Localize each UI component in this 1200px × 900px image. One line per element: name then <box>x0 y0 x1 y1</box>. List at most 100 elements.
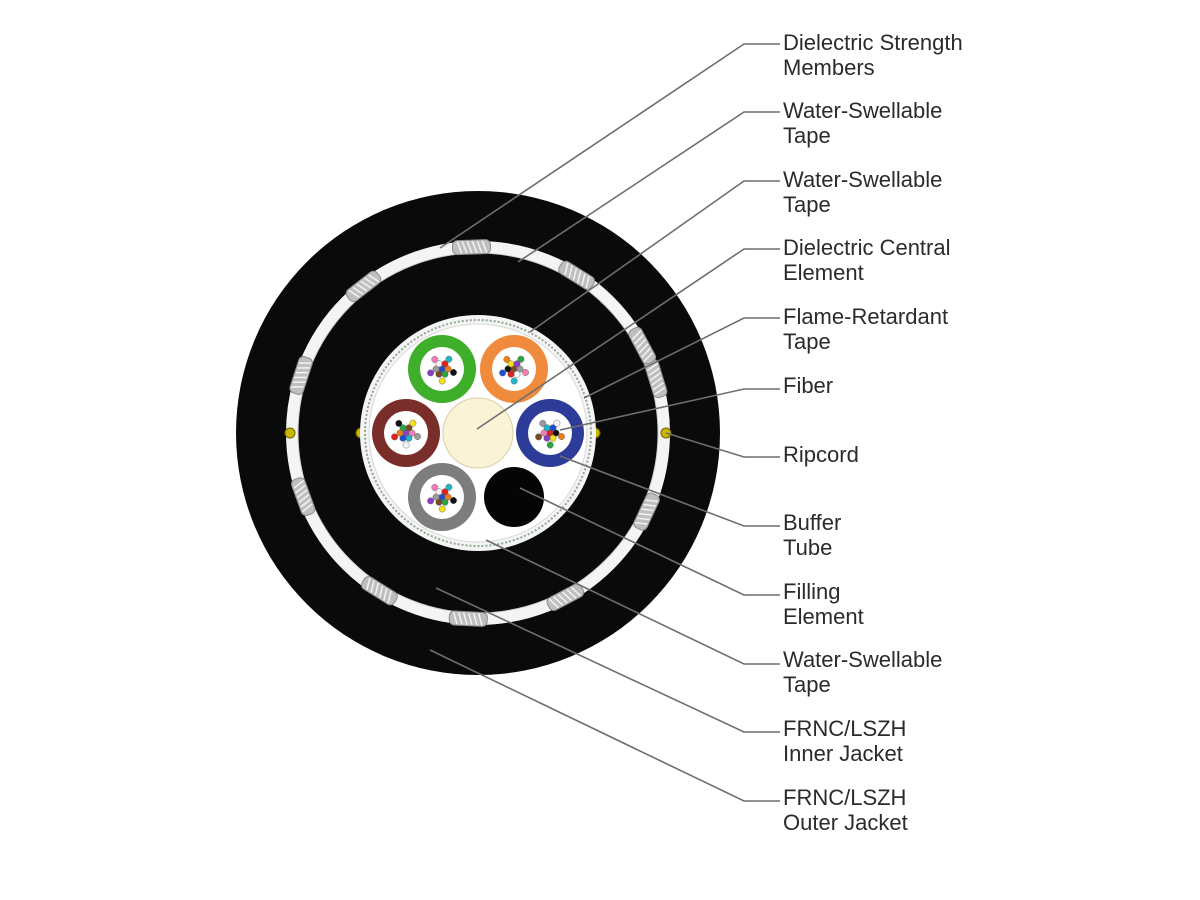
strength-member-strand <box>298 493 310 503</box>
strength-member-strand <box>585 275 590 289</box>
optical-fiber <box>435 370 443 378</box>
strength-member <box>558 260 596 290</box>
optical-fiber <box>546 441 554 449</box>
strength-member-strand <box>631 330 642 341</box>
strength-member-body <box>289 356 313 395</box>
strength-member-strand <box>648 367 660 377</box>
label-fiber: Fiber <box>783 373 833 398</box>
label-dielectric-central-element: Dielectric Central Element <box>783 235 951 285</box>
strength-member-strand <box>568 265 573 278</box>
leader-line <box>435 587 780 733</box>
strength-member-strand <box>634 521 648 525</box>
optical-fiber <box>513 370 521 378</box>
strength-member-strand <box>360 280 372 289</box>
strength-member-strand <box>651 377 663 386</box>
strength-member-strand <box>481 240 488 253</box>
strength-member <box>448 610 488 627</box>
label-line: Element <box>783 260 864 285</box>
optical-fiber <box>549 434 557 442</box>
strength-member-strand <box>467 612 473 626</box>
strength-member-strand <box>561 591 573 602</box>
dielectric-central-element <box>442 397 514 469</box>
optical-fiber <box>432 365 440 373</box>
strength-member-strand <box>297 367 310 369</box>
optical-fiber <box>549 424 557 432</box>
strength-member-strand <box>638 343 649 354</box>
strength-member-strand <box>364 277 376 286</box>
leader-line <box>517 111 780 263</box>
leader-line <box>485 539 780 665</box>
optical-fiber <box>535 433 542 441</box>
strength-member-strand <box>300 498 312 508</box>
optical-fiber <box>441 498 449 506</box>
strength-member <box>451 239 492 256</box>
strength-member-strand <box>387 590 392 604</box>
label-ripcord: Ripcord <box>783 442 859 467</box>
label-frnc-lszh-inner-jacket: FRNC/LSZH Inner Jacket <box>783 716 906 766</box>
optical-fiber <box>427 369 434 377</box>
strength-member <box>633 492 660 531</box>
ripcord-thread <box>284 427 296 439</box>
strength-member-strand <box>471 240 478 254</box>
label-frnc-lszh-outer-jacket: FRNC/LSZH Outer Jacket <box>783 785 908 835</box>
optical-fiber <box>450 369 457 376</box>
strength-member-strand <box>645 499 659 503</box>
optical-fiber <box>441 360 449 368</box>
filling-element <box>484 467 544 527</box>
label-line: Water-Swellable <box>783 647 943 672</box>
leader-line <box>529 180 780 333</box>
optical-fiber <box>405 424 413 432</box>
label-line: Filling <box>783 579 841 604</box>
label-line: Tape <box>783 672 831 697</box>
optical-fiber <box>431 355 439 363</box>
optical-fiber <box>553 419 561 427</box>
strength-member-strand <box>472 612 478 626</box>
strength-member-strand <box>641 347 651 358</box>
optical-fiber <box>450 497 457 504</box>
strength-member-strand <box>348 289 360 298</box>
optical-fiber <box>445 355 453 363</box>
leader-line <box>583 317 780 399</box>
label-line: Water-Swellable <box>783 167 943 192</box>
strength-member-body <box>558 260 596 290</box>
strength-member-strand <box>636 517 650 521</box>
strength-member-strand <box>462 612 468 625</box>
optical-fiber <box>507 370 515 378</box>
optical-fiber <box>503 355 511 363</box>
strength-member-strand <box>641 508 654 512</box>
label-line: Dielectric Central <box>783 235 951 260</box>
strength-member <box>291 477 316 516</box>
label-water-swellable-tape: Water-Swellable Tape <box>783 167 942 217</box>
strength-member-body <box>360 576 398 606</box>
optical-fiber <box>445 483 453 491</box>
leader-line <box>429 649 780 802</box>
optical-fiber <box>552 429 560 437</box>
optical-fiber <box>540 429 548 437</box>
optical-fiber <box>438 505 446 513</box>
optical-fiber <box>444 365 452 373</box>
optical-fiber <box>513 360 521 368</box>
label-line: Tape <box>783 123 831 148</box>
strength-member-strand <box>293 479 305 489</box>
strength-member-strand <box>374 582 380 596</box>
strength-member-strand <box>296 489 308 499</box>
flame-retardant-tape <box>364 319 592 547</box>
optical-fiber <box>438 377 446 385</box>
strength-member-strand <box>452 611 458 625</box>
strength-member <box>360 576 398 606</box>
optical-fiber <box>543 434 551 442</box>
optical-fiber <box>539 419 547 427</box>
leader-line <box>559 455 780 527</box>
strength-member-strand <box>581 273 586 286</box>
strength-member-strand <box>461 241 468 254</box>
label-filling-element: Filling Element <box>783 579 864 629</box>
strength-member-strand <box>291 386 304 388</box>
optical-fiber <box>516 365 524 373</box>
label-line: FRNC/LSZH <box>783 716 907 741</box>
optical-fiber <box>504 365 512 373</box>
strength-member-strand <box>477 613 483 626</box>
label-line: FRNC/LSZH <box>783 785 907 810</box>
strength-member-strand <box>638 512 652 516</box>
leader-line <box>665 432 780 458</box>
